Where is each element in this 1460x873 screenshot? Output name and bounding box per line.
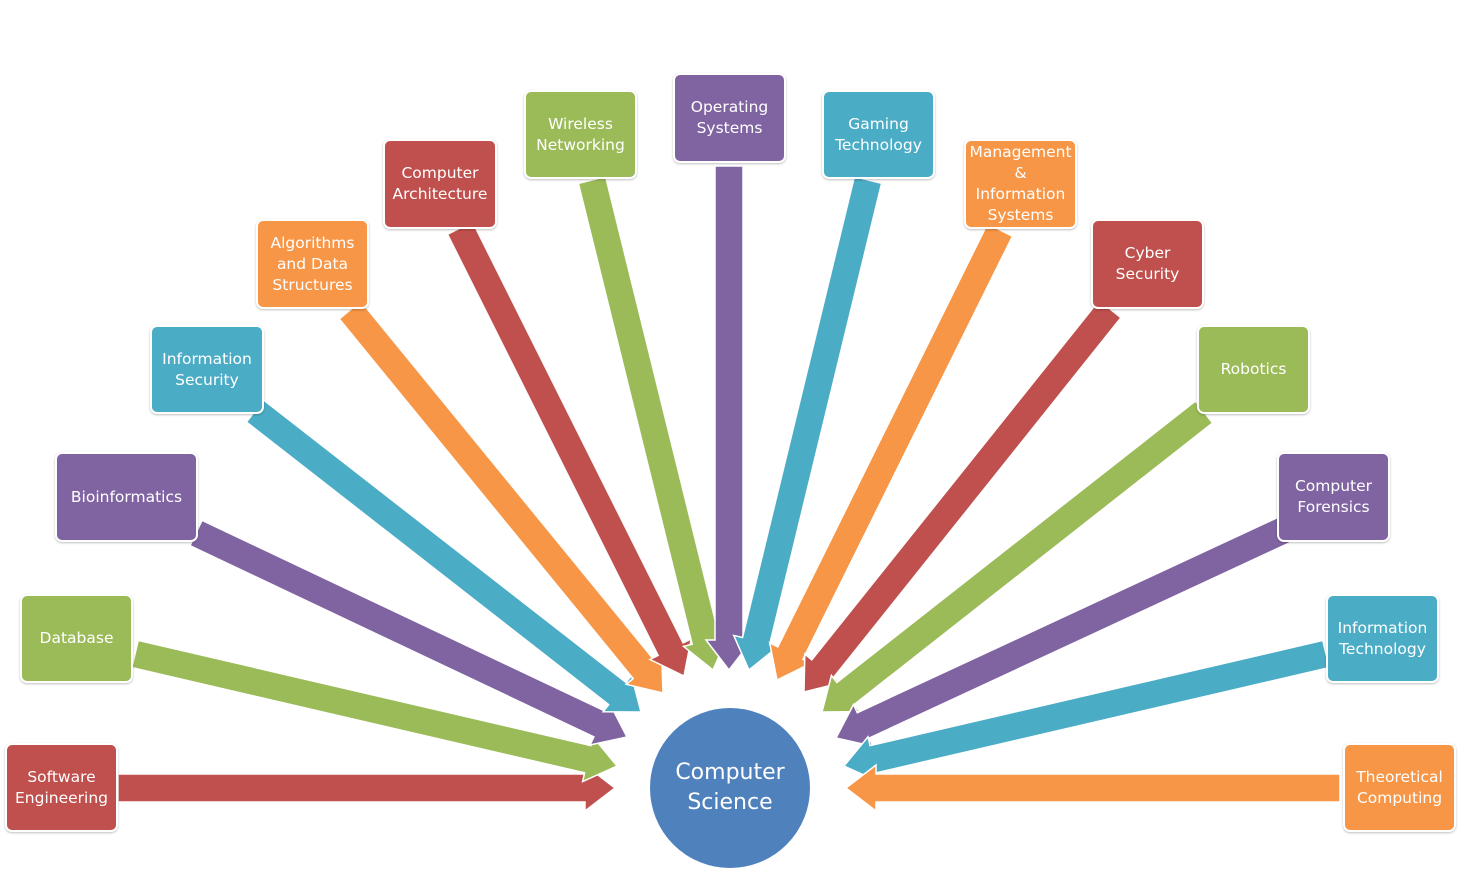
arrow-information-security [245, 398, 642, 713]
node-operating-systems: Operating Systems [673, 73, 786, 163]
node-information-security: Information Security [150, 325, 264, 414]
node-information-technology: Information Technology [1326, 594, 1439, 683]
arrow-software-engineering [117, 763, 617, 813]
node-wireless-networking: Wireless Networking [524, 90, 637, 179]
node-algorithms: Algorithms and Data Structures [256, 219, 369, 309]
arrow-computer-forensics [834, 516, 1291, 748]
node-gaming-technology: Gaming Technology [822, 90, 935, 179]
arrow-gaming-technology [732, 175, 883, 672]
arrow-robotics [821, 399, 1214, 713]
arrow-operating-systems [704, 165, 754, 672]
node-computer-forensics: Computer Forensics [1277, 452, 1390, 542]
arrow-cyber-security [803, 299, 1122, 693]
arrow-algorithms [338, 300, 664, 694]
node-robotics: Robotics [1197, 325, 1310, 414]
node-bioinformatics: Bioinformatics [55, 452, 198, 542]
arrow-theoretical-computing [844, 763, 1341, 813]
node-database: Database [20, 594, 133, 683]
arrow-bioinformatics [189, 519, 629, 747]
arrow-management-is [768, 222, 1014, 682]
node-management-is: Management & Information Systems [964, 139, 1077, 229]
node-software-engineering: Software Engineering [5, 743, 118, 832]
arrow-computer-architecture [446, 220, 693, 678]
arrow-database [130, 639, 619, 783]
arrow-information-technology [842, 639, 1331, 783]
node-theoretical-computing: Theoretical Computing [1343, 743, 1456, 832]
node-computer-architecture: Computer Architecture [383, 139, 497, 229]
hub-computer-science: Computer Science [648, 706, 812, 870]
node-cyber-security: Cyber Security [1091, 219, 1204, 309]
